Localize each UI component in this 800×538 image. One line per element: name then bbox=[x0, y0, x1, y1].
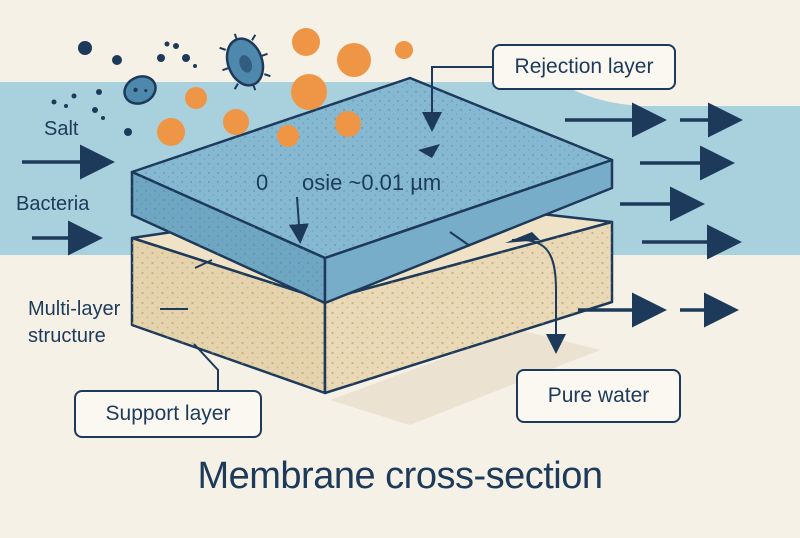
pure-water-drop bbox=[505, 232, 540, 243]
flow-arrow-icon bbox=[22, 144, 115, 256]
salt-particle-icon bbox=[337, 43, 371, 77]
salt-particle-icon bbox=[157, 118, 185, 146]
rejection-layer-callout: Rejection layer bbox=[492, 44, 676, 90]
salt-particle-icon bbox=[292, 28, 320, 56]
pore-size-label: osie ~0.01 µm bbox=[302, 170, 442, 195]
rejection-layer-slab bbox=[130, 76, 614, 305]
flow-arrow-icon bbox=[565, 102, 743, 328]
rejection-layer-leader bbox=[422, 66, 492, 132]
bacterium-icon bbox=[123, 75, 157, 105]
slab-tick bbox=[194, 259, 213, 269]
multi-layer-label-line2: structure bbox=[28, 325, 106, 347]
salt-particle-icon bbox=[395, 41, 413, 59]
bacterium-icon bbox=[219, 33, 271, 91]
salt-particle-icon bbox=[291, 74, 327, 110]
salt-particles bbox=[157, 28, 413, 147]
support-layer-callout: Support layer bbox=[74, 390, 262, 438]
bacteria-particles bbox=[51, 41, 197, 136]
pure-water-callout: Pure water bbox=[516, 369, 681, 423]
salt-particle-icon bbox=[335, 111, 361, 137]
diagram-title: Membrane cross-section bbox=[197, 455, 603, 497]
salt-particle-icon bbox=[277, 125, 299, 147]
membrane-shadow bbox=[330, 330, 600, 425]
multi-layer-label-line1: Multi-layer bbox=[28, 298, 121, 320]
salt-particle-icon bbox=[185, 87, 207, 109]
salt-particle-icon bbox=[223, 109, 249, 135]
rejection-layer-pointer bbox=[418, 144, 440, 158]
bacteria-label: Bacteria bbox=[16, 193, 90, 215]
support-layer-leader bbox=[193, 343, 219, 394]
pore-size-leader bbox=[288, 196, 309, 244]
salt-label: Salt bbox=[44, 118, 79, 140]
pore-zero-label: 0 bbox=[256, 170, 269, 195]
slab-tick bbox=[449, 231, 471, 247]
